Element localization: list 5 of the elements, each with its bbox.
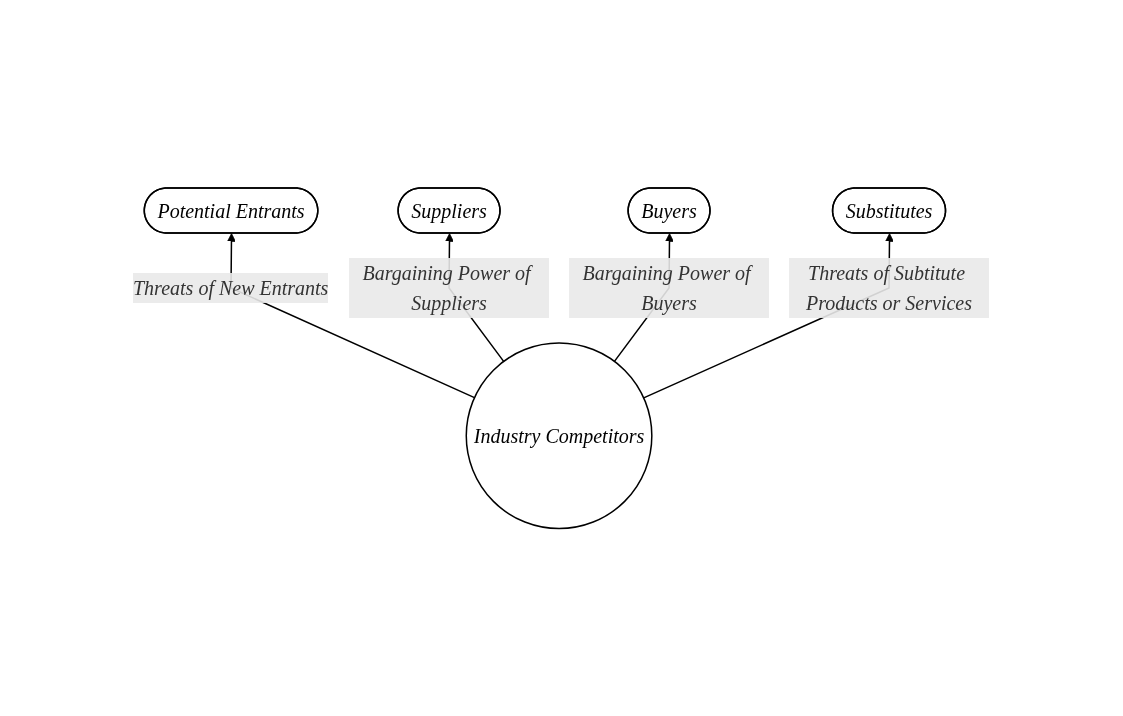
node-circle: Industry Competitors [466, 341, 654, 530]
edge-label: Bargaining Power of Buyers [582, 261, 752, 314]
edge-label: Threats of Subtitute Products or Services [806, 261, 973, 314]
edge-label: Threats of New Entrants [133, 276, 329, 299]
edge-label: Bargaining Power of Suppliers [362, 261, 532, 314]
